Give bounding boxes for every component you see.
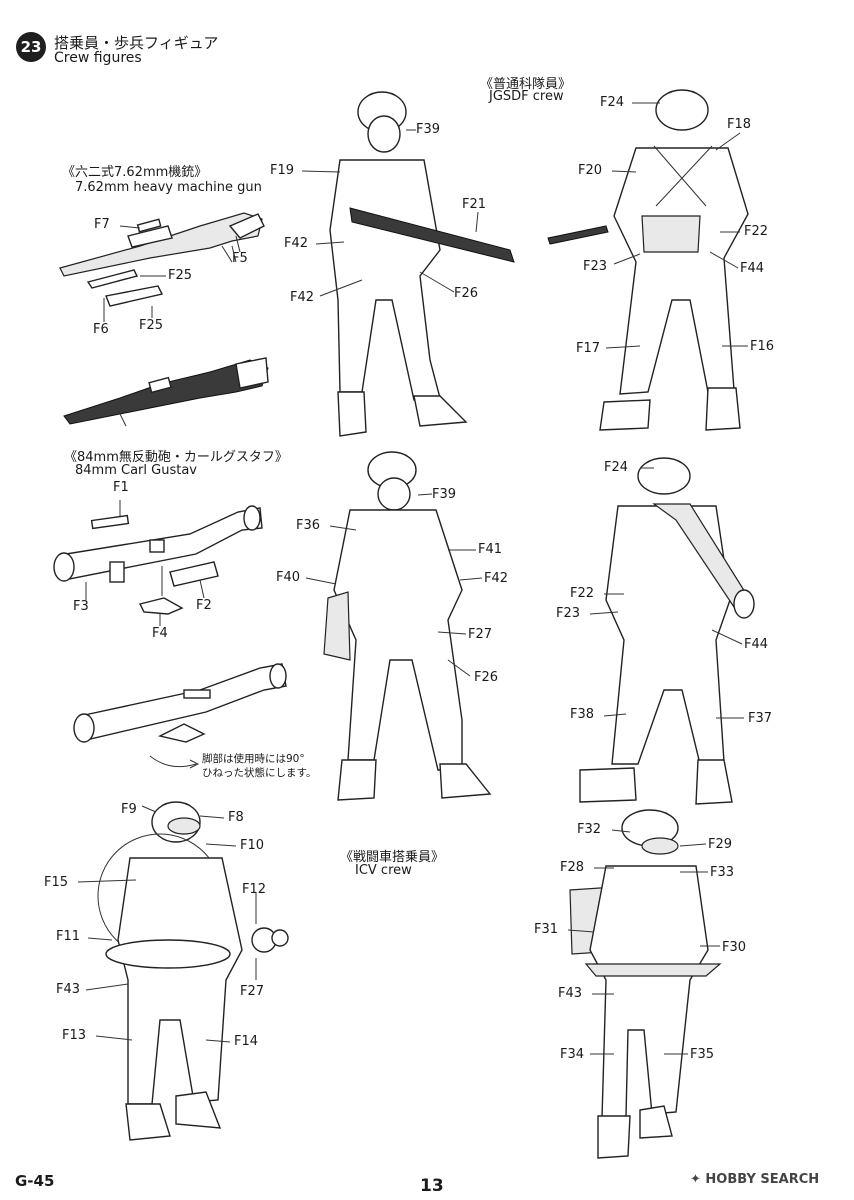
section-title-en: Crew figures: [54, 50, 142, 66]
part-label: F27: [240, 984, 265, 999]
caption-carl-gustav-ja: 《84mm無反動砲・カールグスタフ》: [64, 450, 288, 465]
caption-machine-gun-ja: 《六二式7.62mm機銃》: [62, 165, 208, 180]
part-label: F34: [560, 1047, 585, 1062]
part-label: F26: [454, 286, 479, 301]
leader-lines: [77, 102, 748, 1055]
part-label: F29: [708, 837, 733, 852]
caption-machine-gun-en: 7.62mm heavy machine gun: [75, 180, 262, 195]
part-label: F36: [296, 518, 321, 533]
part-label: F7: [94, 217, 110, 232]
part-label: F17: [576, 341, 601, 356]
part-label: F12: [242, 882, 267, 897]
page-number: 13: [420, 1176, 444, 1196]
carl-gustav-exploded-drawing: [53, 500, 263, 615]
part-label: F42: [290, 290, 315, 305]
section-title-ja: 搭乗員・歩兵フィギュア: [54, 34, 219, 52]
part-label: F10: [240, 838, 265, 853]
icv-crew-left-drawing: [97, 801, 289, 1141]
part-label: F31: [534, 922, 559, 937]
bipod-note-line2: ひねった状態にします。: [202, 767, 317, 779]
watermark: ✦ HOBBY SEARCH: [690, 1172, 819, 1187]
part-label: F22: [570, 586, 595, 601]
manual-code: G-45: [15, 1172, 55, 1190]
part-label: F11: [56, 929, 81, 944]
part-label: F44: [740, 261, 765, 276]
part-label: F26: [474, 670, 499, 685]
machine-gun-exploded-drawing: [59, 212, 265, 307]
part-label: F42: [484, 571, 509, 586]
caption-jgsdf-en: JGSDF crew: [489, 89, 564, 104]
part-label: F32: [577, 822, 602, 837]
step-number-badge: 23: [16, 32, 46, 62]
machine-gun-assembled-drawing: [63, 357, 269, 427]
part-label: F44: [744, 637, 769, 652]
part-label: F18: [727, 117, 752, 132]
part-label: F37: [748, 711, 773, 726]
part-label: F39: [432, 487, 457, 502]
part-label: F23: [556, 606, 581, 621]
part-label: F19: [270, 163, 295, 178]
part-label: F25: [139, 318, 164, 333]
jgsdf-soldier-front-drawing: [329, 91, 515, 437]
caption-jgsdf-ja: 《普通科隊員》: [480, 77, 572, 92]
part-label: F24: [604, 460, 629, 475]
part-label: F14: [234, 1034, 259, 1049]
part-label: F40: [276, 570, 301, 585]
jgsdf-soldier-back-drawing: [547, 89, 749, 431]
part-label: F33: [710, 865, 735, 880]
part-label: F41: [478, 542, 503, 557]
caption-icv-crew-ja: 《戦闘車搭乗員》: [340, 850, 445, 865]
part-label: F42: [284, 236, 309, 251]
part-label: F39: [416, 122, 441, 137]
part-label: F16: [750, 339, 775, 354]
part-label: F2: [196, 598, 212, 613]
part-label: F3: [73, 599, 89, 614]
part-label: F38: [570, 707, 595, 722]
caption-carl-gustav-en: 84mm Carl Gustav: [75, 463, 197, 478]
carl-gustav-assembled-drawing: [73, 663, 287, 769]
watermark-logo-icon: ✦: [690, 1172, 706, 1187]
part-label: F35: [690, 1047, 715, 1062]
part-label: F43: [558, 986, 583, 1001]
part-label: F25: [168, 268, 193, 283]
part-label: F8: [228, 810, 244, 825]
part-label: F9: [121, 802, 137, 817]
part-label: F28: [560, 860, 585, 875]
part-label: F23: [583, 259, 608, 274]
part-label: F1: [113, 480, 129, 495]
part-label: F5: [232, 251, 248, 266]
part-label: F4: [152, 626, 168, 641]
part-label: F6: [93, 322, 109, 337]
part-label: F27: [468, 627, 493, 642]
part-label: F20: [578, 163, 603, 178]
part-label: F13: [62, 1028, 87, 1043]
part-label: F15: [44, 875, 69, 890]
bipod-note-line1: 脚部は使用時には90°: [202, 753, 305, 765]
icv-crew-right-drawing: [569, 809, 722, 1159]
part-label: F21: [462, 197, 487, 212]
part-label: F24: [600, 95, 625, 110]
caption-icv-crew-en: ICV crew: [355, 863, 412, 878]
carl-gustav-gunner-back-drawing: [579, 457, 755, 805]
watermark-text: HOBBY SEARCH: [705, 1172, 820, 1187]
part-label: F22: [744, 224, 769, 239]
carl-gustav-gunner-front-drawing: [323, 451, 492, 801]
part-label: F43: [56, 982, 81, 997]
part-label: F30: [722, 940, 747, 955]
